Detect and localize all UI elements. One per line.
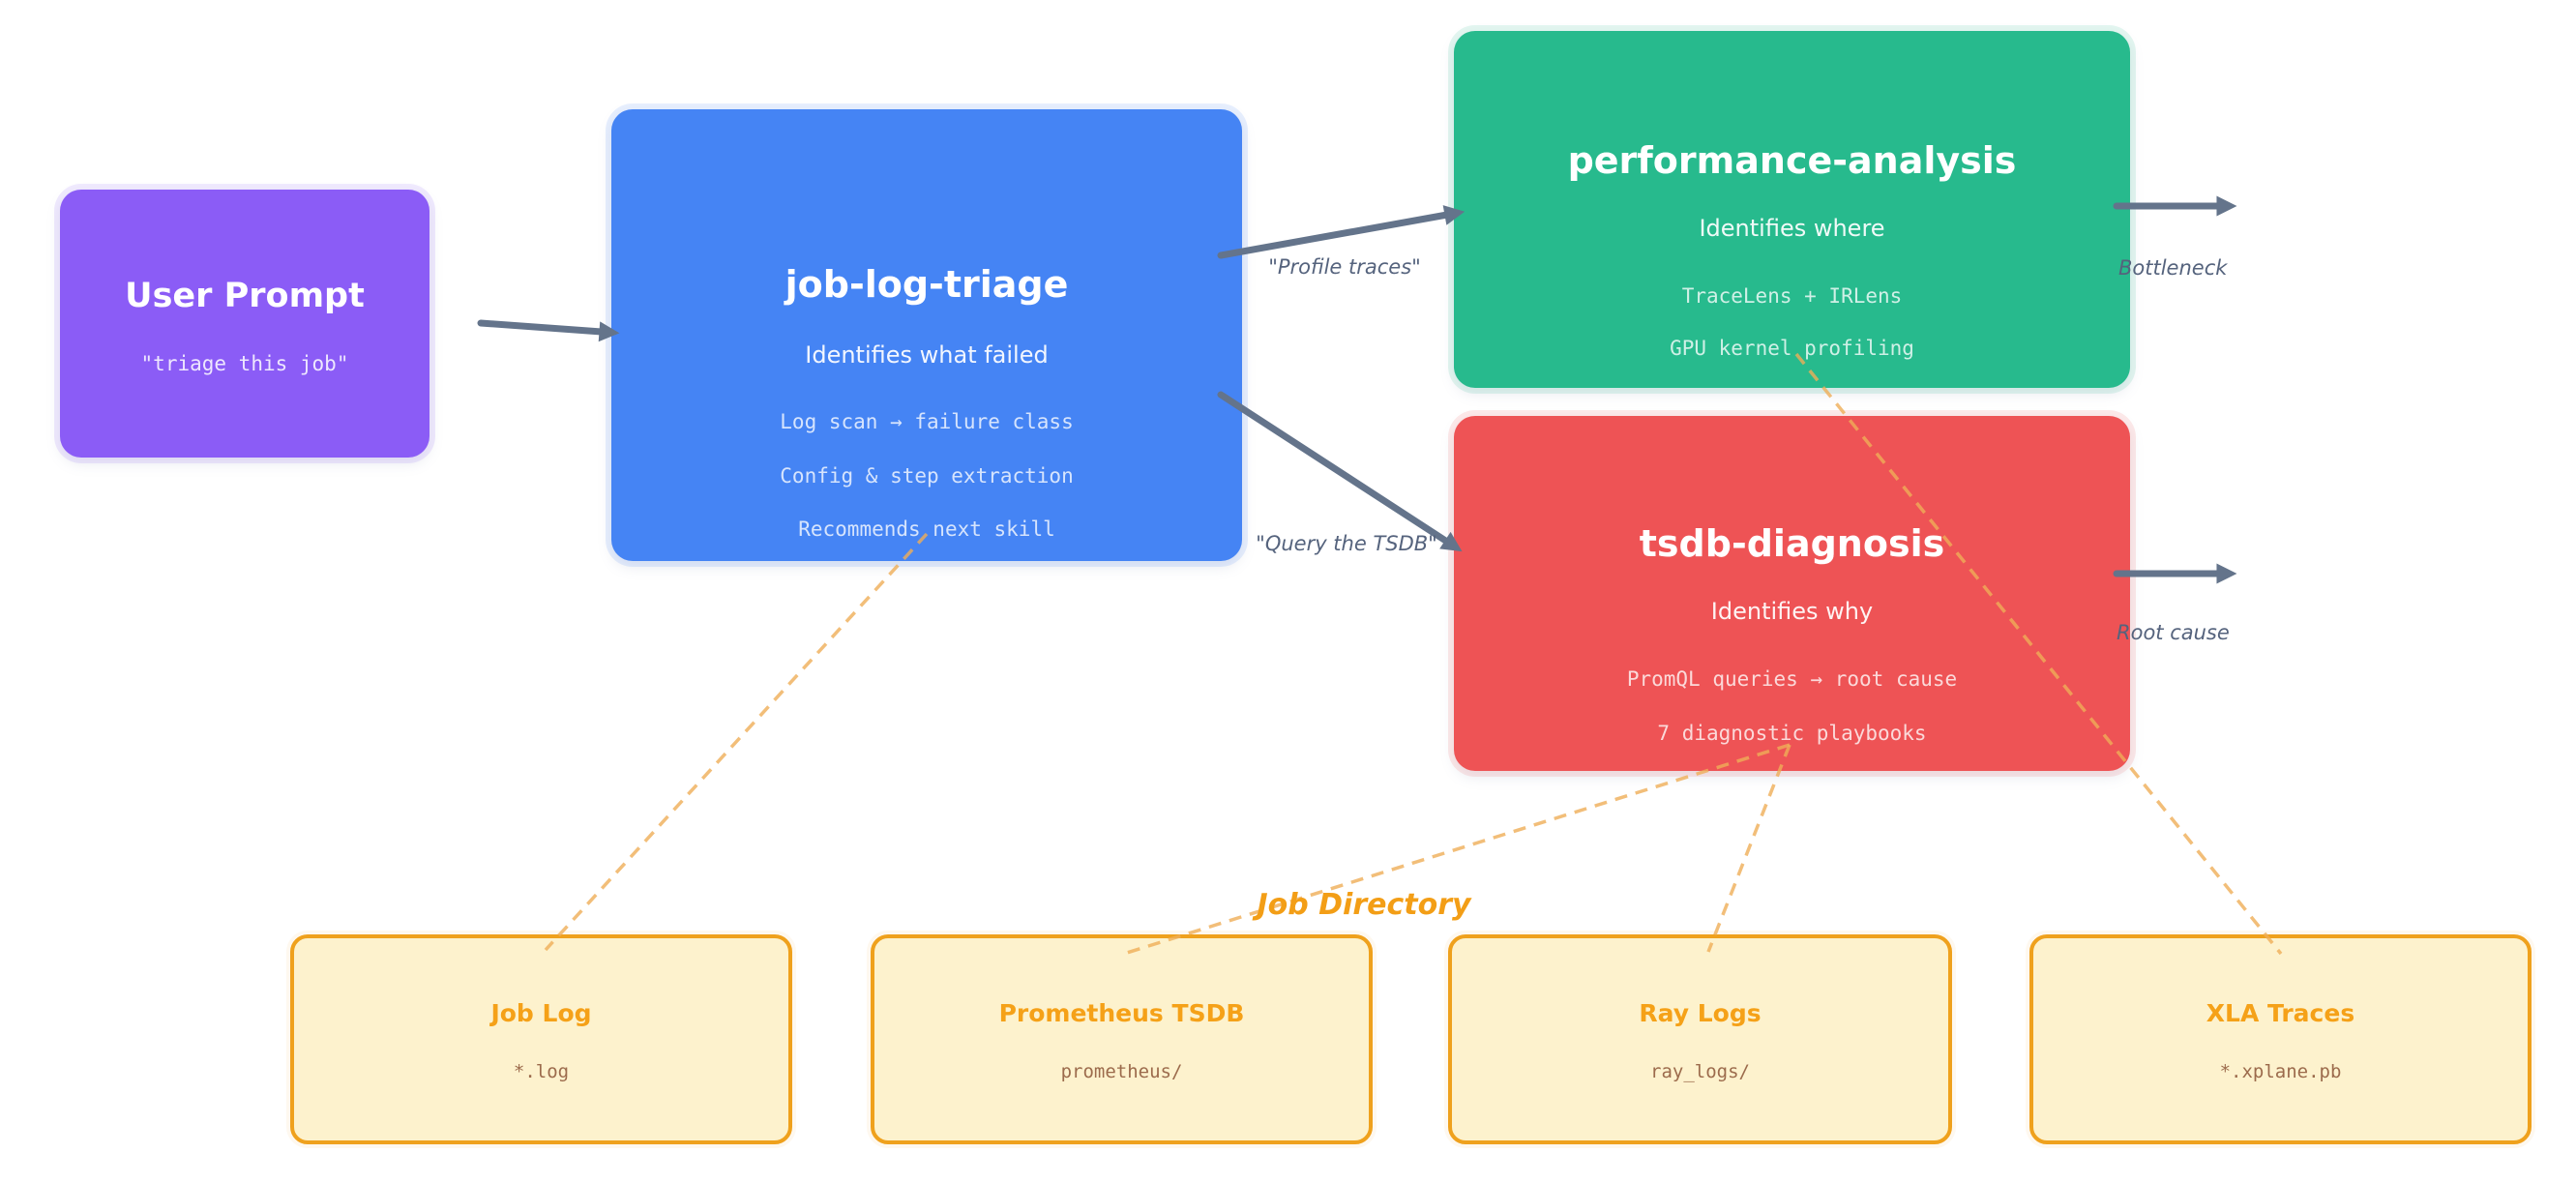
artifact-path: *.log (513, 1061, 570, 1082)
edge-label-bottleneck: Bottleneck (2118, 256, 2228, 280)
arrow-triage-to-performance (1217, 205, 1466, 259)
arrow-user-prompt-to-triage (477, 319, 620, 342)
artifact-path: *.xplane.pb (2219, 1061, 2342, 1082)
node-detail: TraceLens + IRLens (1681, 284, 1903, 308)
node-subtitle: Identifies why (1710, 598, 1874, 625)
arrow-triage-to-tsdb (1217, 391, 1463, 552)
node-subtitle: Identifies what failed (805, 341, 1049, 369)
dashed-triage-to-job-log (544, 532, 929, 952)
dashed-tsdb-to-ray-logs (1706, 744, 1791, 953)
edge-label-query-tsdb: "Query the TSDB" (1256, 532, 1437, 555)
node-detail: PromQL queries → root cause (1626, 667, 1958, 691)
node-user-prompt: User Prompt "triage this job" (60, 190, 429, 458)
node-job-log: Job Log *.log (290, 934, 792, 1144)
edge-label-profile-traces: "Profile traces" (1268, 255, 1421, 279)
node-subtitle: Identifies where (1699, 215, 1885, 242)
node-detail: Log scan → failure class (780, 410, 1074, 433)
node-title: performance-analysis (1567, 139, 2017, 182)
node-detail: Config & step extraction (780, 464, 1074, 488)
artifact-path: ray_logs/ (1650, 1061, 1750, 1082)
node-title: tsdb-diagnosis (1639, 522, 1945, 565)
job-directory-label: Job Directory (1257, 888, 1471, 922)
artifact-title: Prometheus TSDB (998, 999, 1245, 1027)
node-subtitle: "triage this job" (140, 352, 349, 375)
node-xla-traces: XLA Traces *.xplane.pb (2029, 934, 2532, 1144)
artifact-path: prometheus/ (1060, 1061, 1183, 1082)
node-title: job-log-triage (785, 263, 1069, 306)
node-detail: 7 diagnostic playbooks (1657, 722, 1927, 745)
node-ray-logs: Ray Logs ray_logs/ (1448, 934, 1952, 1144)
node-performance-analysis: performance-analysis Identifies where Tr… (1454, 31, 2130, 388)
artifact-title: Ray Logs (1639, 999, 1762, 1027)
artifact-title: Job Log (490, 999, 592, 1027)
node-job-log-triage: job-log-triage Identifies what failed Lo… (611, 109, 1242, 561)
node-detail: GPU kernel profiling (1670, 337, 1914, 360)
node-title: User Prompt (125, 277, 365, 315)
edge-label-root-cause: Root cause (2117, 621, 2230, 644)
node-detail: Recommends next skill (798, 518, 1055, 541)
artifact-title: XLA Traces (2206, 999, 2355, 1027)
node-tsdb-diagnosis: tsdb-diagnosis Identifies why PromQL que… (1454, 416, 2130, 771)
node-prometheus-tsdb: Prometheus TSDB prometheus/ (871, 934, 1373, 1144)
